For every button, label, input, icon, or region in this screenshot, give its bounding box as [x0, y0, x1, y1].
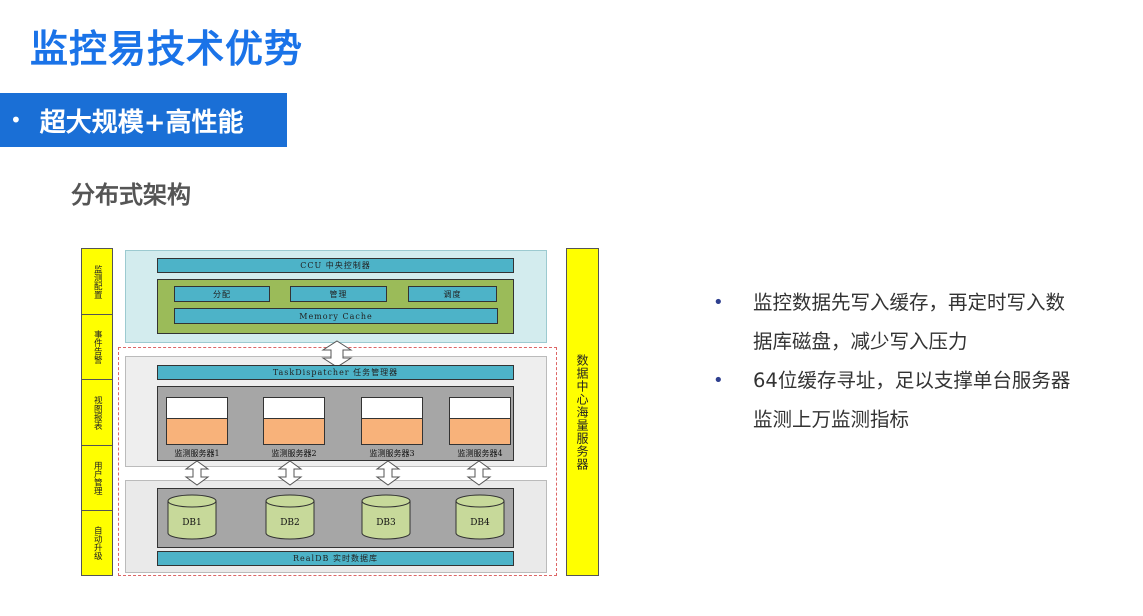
section-banner: • 超大规模+高性能	[0, 93, 287, 147]
left-cell-label: 视图报表	[92, 395, 103, 430]
bullet-text: 监控数据先写入缓存，再定时写入数据库磁盘，减少写入压力	[753, 291, 1066, 353]
server-label-2: 监测服务器2	[271, 449, 317, 458]
left-function-column: 监测配置 事件告警 视图报表 用户管理 自动升级	[81, 248, 113, 576]
updown-arrow-icon	[321, 340, 353, 368]
server-label-4: 监测服务器4	[457, 449, 503, 458]
updown-arrow-icon	[375, 460, 401, 486]
module-schedule: 调度	[408, 286, 497, 302]
banner-bullet: •	[10, 108, 22, 132]
module-allocate: 分配	[174, 286, 270, 302]
updown-arrow-icon	[277, 460, 303, 486]
database-cylinder-icon	[361, 494, 411, 540]
feature-bullets: • 监控数据先写入缓存，再定时写入数据库磁盘，减少写入压力 • 64位缓存寻址，…	[713, 283, 1083, 439]
server-label-3: 监测服务器3	[369, 449, 415, 458]
db-label-1: DB1	[182, 518, 202, 528]
left-cell-report: 视图报表	[82, 380, 112, 446]
right-datacenter-column: 数据中心海量服务器	[566, 248, 599, 576]
left-cell-config: 监测配置	[82, 249, 112, 315]
database-cylinder-icon	[167, 494, 217, 540]
updown-arrow-icon	[184, 460, 210, 486]
bullet-text: 64位缓存寻址，足以支撑单台服务器监测上万监测指标	[753, 369, 1071, 431]
server-3	[361, 397, 423, 445]
updown-arrow-icon	[466, 460, 492, 486]
bullet-dot: •	[713, 370, 724, 391]
db-label-4: DB4	[470, 518, 490, 528]
bullet-dot: •	[713, 292, 724, 313]
bullet-item: • 64位缓存寻址，足以支撑单台服务器监测上万监测指标	[713, 361, 1083, 439]
memory-cache-bar: Memory Cache	[174, 308, 498, 324]
module-manage: 管理	[290, 286, 387, 302]
left-cell-upgrade: 自动升级	[82, 511, 112, 575]
page-title: 监控易技术优势	[30, 27, 304, 71]
right-column-label: 数据中心海量服务器	[575, 353, 589, 471]
left-cell-label: 自动升级	[92, 526, 103, 560]
left-cell-label: 监测配置	[92, 264, 103, 299]
left-cell-alert: 事件告警	[82, 315, 112, 380]
realdb-bar: RealDB 实时数据库	[157, 551, 514, 566]
ccu-bar: CCU 中央控制器	[157, 258, 514, 273]
task-dispatcher-bar: TaskDispatcher 任务管理器	[157, 365, 514, 380]
left-cell-label: 用户管理	[92, 461, 103, 495]
database-cylinder-icon	[455, 494, 505, 540]
bullet-item: • 监控数据先写入缓存，再定时写入数据库磁盘，减少写入压力	[713, 283, 1083, 361]
left-cell-user: 用户管理	[82, 446, 112, 511]
section-subtitle: 分布式架构	[71, 181, 191, 209]
db-label-2: DB2	[280, 518, 300, 528]
database-cylinder-icon	[265, 494, 315, 540]
server-4	[449, 397, 511, 445]
server-2	[263, 397, 325, 445]
server-label-1: 监测服务器1	[174, 449, 220, 458]
left-cell-label: 事件告警	[92, 330, 103, 364]
db-label-3: DB3	[376, 518, 396, 528]
banner-text: 超大规模+高性能	[39, 107, 244, 138]
server-1	[166, 397, 228, 445]
